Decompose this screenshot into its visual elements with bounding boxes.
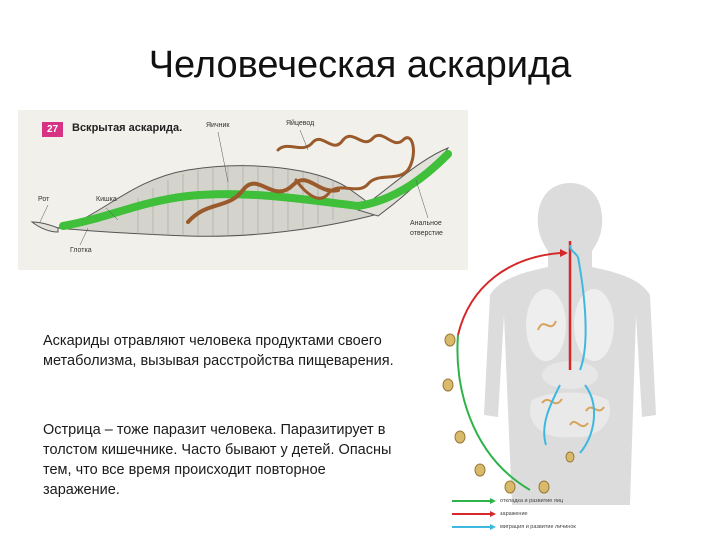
text-paragraph-1: Аскариды отравляют человека продуктами с… — [43, 333, 394, 369]
human-silhouette — [442, 183, 656, 505]
figure-number-badge: 27 — [42, 122, 64, 137]
infection-path — [457, 252, 561, 336]
lifecycle-legend: откладка и развитие яиц заражение миграц… — [452, 495, 602, 534]
worm-ovary — [186, 178, 340, 224]
legend-item-infection: заражение — [452, 508, 602, 519]
egg-cycle-path — [456, 334, 531, 491]
leader-lines — [39, 129, 429, 246]
infection-arrowhead — [560, 249, 568, 257]
legend-arrow-green-icon — [452, 497, 496, 504]
label-ovary: Яичник — [206, 122, 230, 129]
label-anus-line1: Анальное — [410, 220, 442, 227]
legend-label-migration: миграция и развитие личинок — [500, 523, 576, 530]
legend-label-infection: заражение — [500, 510, 528, 517]
migration-path — [543, 244, 596, 454]
lung-right — [574, 289, 614, 361]
text-paragraph-2: Острица – тоже паразит человека. Паразит… — [43, 422, 392, 498]
legend-item-migration: миграция и развитие личинок — [452, 521, 602, 532]
legend-arrow-red-icon — [452, 510, 496, 517]
figure-title: Вскрытая аскарида. — [72, 122, 183, 134]
label-mouth: Рот — [38, 196, 50, 203]
legend-label-eggs: откладка и развитие яиц — [500, 497, 564, 504]
lifecycle-diagram — [420, 175, 720, 535]
worm-oviduct — [276, 134, 415, 200]
label-pharynx: Глотка — [70, 247, 92, 254]
label-gut: Кишка — [96, 196, 117, 203]
label-anus-line2: отверстие — [410, 230, 443, 237]
intestines — [529, 392, 611, 438]
legend-item-eggs: откладка и развитие яиц — [452, 495, 602, 506]
legend-arrow-cyan-icon — [452, 523, 496, 530]
worm-head — [30, 221, 59, 233]
roundworm-illustration — [30, 129, 452, 246]
roundworm-figure: 27 Вскрытая аскарида. Яичник Яйцевод Рот… — [18, 110, 468, 270]
slide-title: Человеческая аскарида — [148, 44, 572, 86]
stomach — [542, 361, 598, 389]
worm-gut — [59, 150, 452, 230]
eggs — [442, 333, 575, 494]
label-oviduct: Яйцевод — [286, 120, 315, 127]
